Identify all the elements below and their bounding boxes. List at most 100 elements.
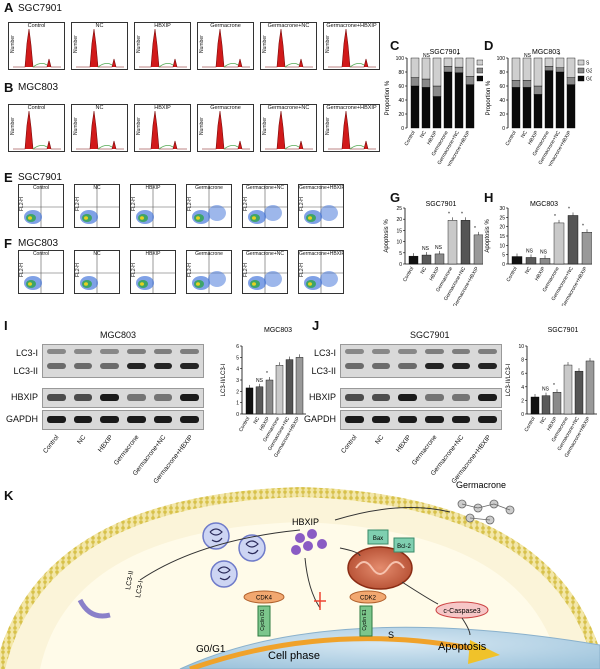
- band-lc3-ii: [371, 363, 391, 369]
- bar: [408, 255, 419, 265]
- bar-segment: [465, 76, 475, 85]
- band-hbxip: [371, 394, 391, 401]
- x-tick-label: NC: [419, 130, 428, 140]
- band-lc3-i: [345, 349, 364, 354]
- chart-title: SGC7901: [548, 327, 579, 334]
- bar: [511, 256, 523, 265]
- band-gapdh: [398, 416, 417, 423]
- blot-membrane-lc3: [42, 344, 204, 378]
- annotation: NS: [524, 53, 532, 59]
- bar: [539, 258, 551, 265]
- histogram-title: Germacrone: [210, 23, 241, 29]
- bar-segment: [544, 57, 554, 67]
- scatter-title: Control: [32, 251, 50, 257]
- bar-segment: [421, 87, 431, 129]
- blot-membrane-lc3: [340, 344, 502, 378]
- bar-segment: [432, 57, 442, 87]
- y-axis-label: Apoptosis %: [384, 219, 390, 253]
- panel-letter-i: I: [4, 318, 8, 333]
- band-lc3-ii: [478, 363, 497, 369]
- blot-row-label: GAPDH: [5, 414, 38, 424]
- band-gapdh: [425, 416, 444, 423]
- bar: [552, 392, 562, 415]
- histogram-y-label: Number: [262, 35, 268, 53]
- band-gapdh: [153, 416, 173, 423]
- blot-row-label: HBXIP: [308, 392, 336, 402]
- scatter-y-label: FL2-H: [75, 263, 81, 277]
- y-tick-label: 10: [396, 240, 402, 246]
- x-tick-label: NC: [252, 416, 261, 426]
- histogram-plot: ControlNumberChannels(FL2-A): [8, 22, 65, 70]
- scatter-y-label: FL2-H: [243, 263, 249, 277]
- x-tick-label: Control: [505, 266, 518, 283]
- annotation: *: [554, 214, 556, 220]
- histogram-y-label: Number: [325, 35, 331, 53]
- bar: [255, 386, 264, 415]
- band-lc3-i: [371, 349, 391, 354]
- histogram-title: Germacrone+HBXIP: [326, 23, 377, 29]
- y-tick-label: 25: [499, 215, 505, 221]
- blot-membrane-gapdh: [340, 410, 502, 430]
- histogram-y-label: Number: [325, 117, 331, 135]
- chart-title: SGC7901: [426, 201, 457, 208]
- band-lc3-i: [425, 349, 444, 354]
- x-tick-label: HBXIP: [429, 265, 442, 282]
- band-hbxip: [425, 394, 444, 401]
- band-lc3-ii: [425, 363, 444, 369]
- bar: [285, 359, 294, 415]
- band-lc3-ii: [180, 363, 199, 369]
- histogram-plot: Germacrone+NCNumberChannels(FL2-A): [260, 104, 317, 152]
- histogram-y-label: Number: [10, 117, 16, 135]
- y-axis-label: LC3-II/LC3-I: [221, 363, 227, 396]
- legend-swatch: [476, 75, 483, 82]
- y-tick-label: 5: [399, 251, 402, 257]
- autophagosome-icon: [202, 522, 266, 588]
- y-tick-label: 4: [521, 385, 524, 391]
- scatter-y-label: FL2-H: [131, 197, 137, 211]
- bar: [585, 360, 595, 415]
- arrow-head: [468, 640, 500, 664]
- cyclin-d1-label: Cyclin D1: [260, 609, 266, 631]
- y-tick-label: 20: [499, 112, 505, 118]
- band-gapdh: [100, 416, 119, 423]
- y-tick-label: 2: [521, 398, 524, 404]
- annotation: *: [266, 371, 268, 377]
- lc3ii-label: LC3-II: [125, 570, 135, 590]
- chart-title: MGC803: [264, 327, 292, 334]
- mitochondrion-icon: [347, 546, 413, 590]
- blot-i-title: MGC803: [100, 330, 137, 340]
- bar: [421, 254, 432, 265]
- apoptosis-label: Apoptosis: [438, 641, 487, 653]
- band-gapdh: [127, 416, 146, 423]
- annotation: NS: [256, 378, 264, 384]
- histogram-y-label: Number: [199, 35, 205, 53]
- histogram-title: Control: [27, 105, 46, 111]
- band-hbxip: [47, 394, 66, 401]
- band-hbxip: [100, 394, 119, 401]
- y-axis-label: Proportion %: [385, 80, 391, 115]
- bar: [434, 253, 445, 265]
- histogram-plot: GermacroneNumberChannels(FL2-A): [197, 22, 254, 70]
- band-hbxip: [398, 394, 417, 401]
- scatter-title: Germacrone: [195, 185, 223, 191]
- scatter-y-label: FL2-H: [131, 263, 137, 277]
- y-tick-label: 1: [236, 401, 239, 407]
- bar-segment: [410, 57, 420, 78]
- bar: [525, 257, 537, 265]
- blot-row-label: LC3-I: [313, 348, 336, 358]
- bar-segment: [522, 87, 532, 129]
- annotation: NS: [526, 248, 534, 254]
- scatter-title: NC: [93, 251, 101, 257]
- hbxip-label: HBXIP: [292, 517, 319, 527]
- histogram-title: NC: [95, 105, 104, 111]
- y-tick-label: 0: [502, 126, 505, 132]
- x-tick-label: NC: [419, 266, 428, 276]
- bar-segment: [555, 67, 565, 73]
- bar: [265, 379, 274, 415]
